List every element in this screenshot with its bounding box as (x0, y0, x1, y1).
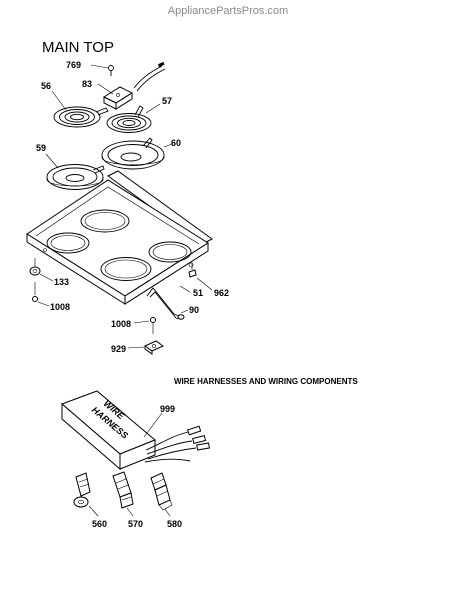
part-769-screw (108, 65, 114, 76)
callout-769: 769 (66, 60, 81, 70)
part-57-surface-element-large (106, 105, 152, 133)
callout-56: 56 (41, 81, 51, 91)
callout-580: 580 (167, 519, 182, 529)
part-560-ring-terminal (73, 472, 91, 508)
section-title-wire-harnesses: WIRE HARNESSES AND WIRING COMPONENTS (174, 377, 358, 386)
callout-560: 560 (92, 519, 107, 529)
callout-1008-left: 1008 (50, 302, 70, 312)
diagram-title: MAIN TOP (42, 39, 114, 56)
callout-962: 962 (214, 288, 229, 298)
wire-lead (133, 61, 166, 92)
cooktop-opening-back-left (80, 209, 130, 233)
part-570-female-terminal (112, 471, 134, 509)
watermark: AppliancePartsPros.com (168, 5, 288, 17)
part-133-leveling-leg (29, 258, 41, 276)
part-999-wire-harness: WIRE HARNESS (61, 390, 211, 471)
cooktop-main-top (26, 170, 213, 305)
callout-133: 133 (54, 277, 69, 287)
callout-57: 57 (162, 96, 172, 106)
part-90-support-rod (146, 287, 185, 320)
part-580-insulated-terminal (150, 472, 173, 511)
callout-929: 929 (111, 344, 126, 354)
callout-59: 59 (36, 143, 46, 153)
part-929-bracket (144, 340, 164, 355)
part-1008-screw-left (32, 282, 38, 302)
cooktop-opening-back-right (148, 241, 192, 263)
part-56-surface-element-small (53, 106, 109, 128)
part-962-clip (188, 262, 197, 278)
cooktop-opening-front-right (100, 257, 152, 281)
callout-999: 999 (160, 404, 175, 414)
part-1008-screw-center (150, 317, 156, 334)
cooktop-opening-front-left (46, 232, 90, 254)
part-83-receptacle (102, 86, 134, 110)
part-59-drip-pan-small (46, 164, 105, 190)
callout-570: 570 (128, 519, 143, 529)
callout-51: 51 (193, 288, 203, 298)
part-60-drip-pan-large (101, 137, 165, 170)
callout-90: 90 (189, 305, 199, 315)
callout-83: 83 (82, 79, 92, 89)
callout-1008-center: 1008 (111, 319, 131, 329)
callout-60: 60 (171, 138, 181, 148)
